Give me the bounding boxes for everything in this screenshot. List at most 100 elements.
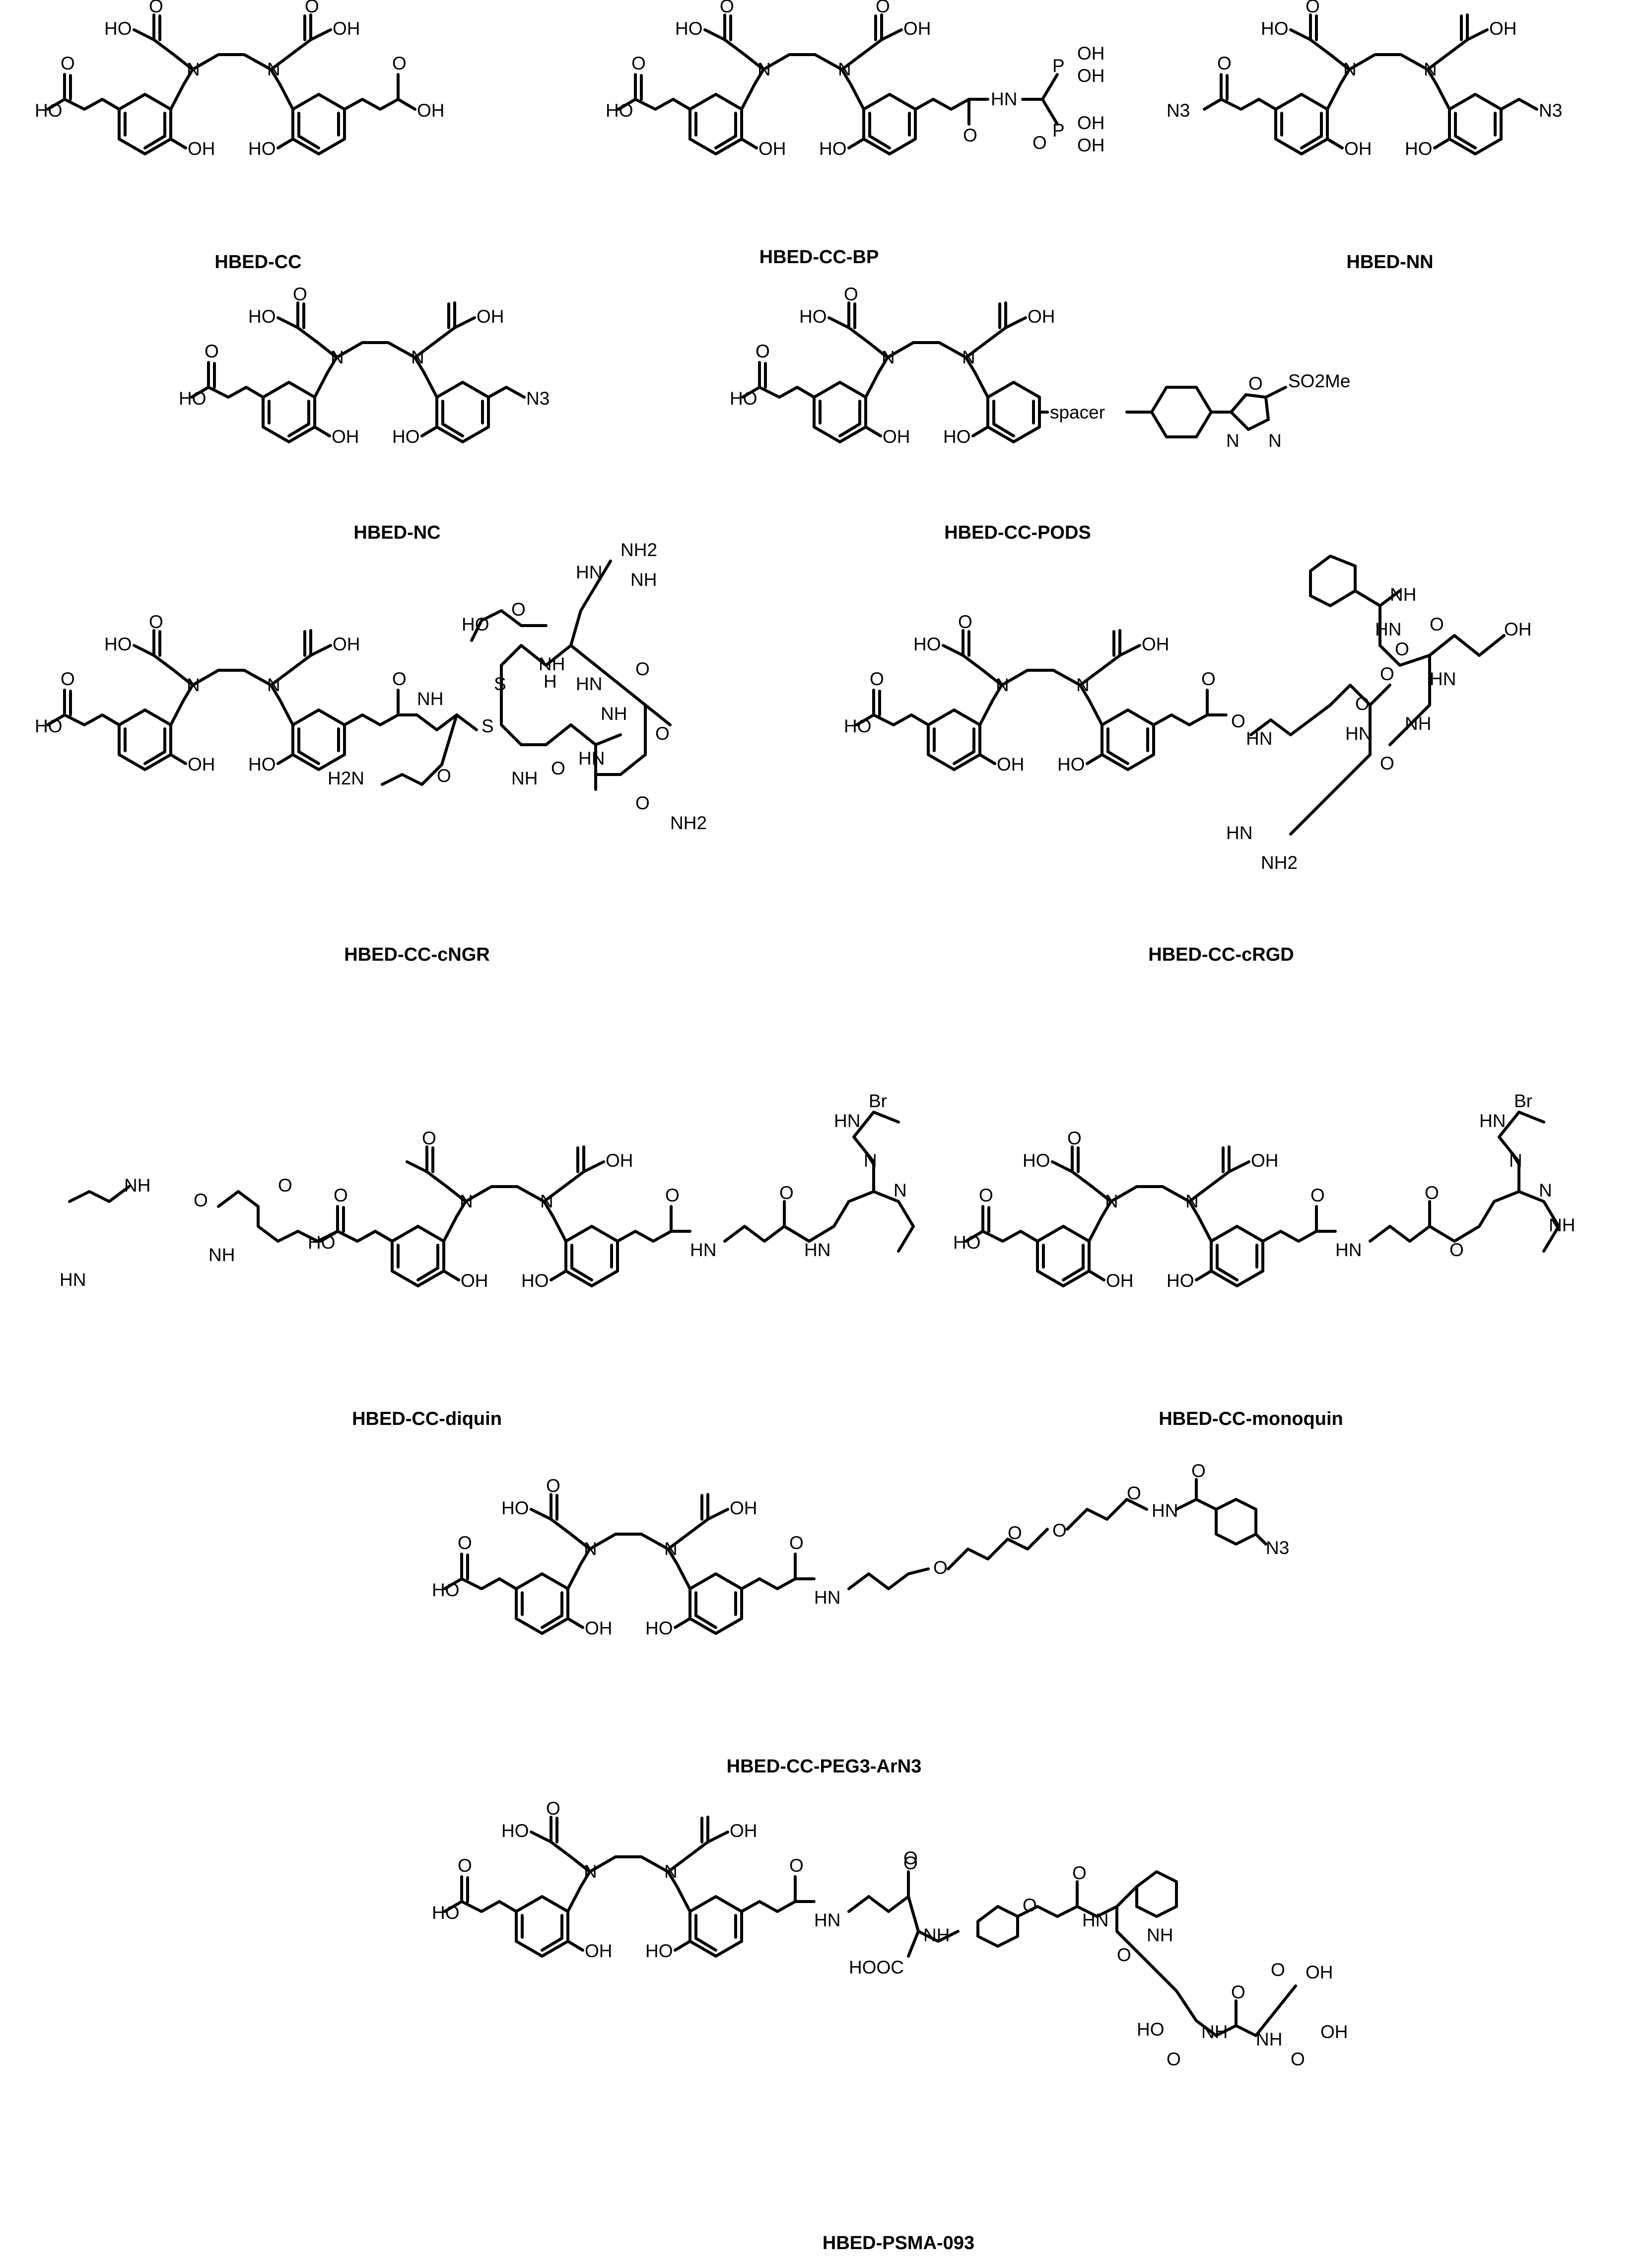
atom-label: O — [756, 341, 770, 361]
atom-label: NH — [1549, 1215, 1575, 1235]
atom-label: O — [903, 1853, 918, 1873]
atom-label: N — [460, 1191, 473, 1211]
atom-label: O — [958, 612, 972, 632]
atom-label: HN — [1082, 1910, 1108, 1930]
atom-label: N — [331, 347, 344, 367]
atom-label: O — [903, 1848, 918, 1868]
atom-label: O — [979, 1185, 993, 1205]
atom-label: N — [187, 59, 200, 79]
structure-hbed-cc-pods: HO O N N O OH OH HO HO O spacer O N N SO… — [730, 284, 1350, 451]
atom-label: HN — [690, 1240, 716, 1260]
atom-label: HO — [501, 1498, 529, 1518]
atom-label: O — [1248, 373, 1263, 394]
atom-label: NH2 — [1261, 852, 1298, 873]
atom-label: OH — [1142, 634, 1170, 654]
atom-label: O — [205, 341, 219, 361]
atom-label: O — [1291, 2049, 1305, 2069]
structure-hbed-cc-bp: HO O N N O OH OH HO HO O HN O P OH OH P … — [606, 0, 1105, 159]
atom-label: N — [882, 347, 895, 367]
atom-label: OH — [333, 634, 360, 654]
atom-label: O — [655, 723, 670, 744]
atom-label: HO — [432, 1580, 460, 1600]
atom-label: HO — [308, 1232, 336, 1253]
atom-label: P — [1052, 120, 1065, 141]
atom-label: HO — [1167, 1271, 1194, 1291]
structure-label-hbed-psma-093: HBED-PSMA-093 — [823, 2233, 974, 2254]
atom-label: OH — [883, 426, 910, 447]
structure-label-hbed-nc: HBED-NC — [353, 522, 440, 543]
structure-hbed-cc-diquin: Br N N NH HN O O NH HO O N N O OH OH HO … — [60, 1091, 915, 1291]
atom-label: N — [1509, 1150, 1522, 1171]
atom-label: N — [267, 675, 280, 695]
atom-label: O — [1008, 1523, 1022, 1543]
atom-label: HO — [104, 18, 132, 39]
atom-label: HO — [248, 139, 276, 159]
atom-label: NH2 — [670, 813, 707, 833]
atom-label: O — [963, 125, 977, 145]
atom-label: O — [305, 0, 319, 16]
atom-label: O — [458, 1855, 472, 1876]
atom-label: O — [61, 669, 75, 689]
atom-label: O — [665, 1185, 680, 1205]
atom-label: N — [584, 1539, 597, 1559]
atom-label: HO — [730, 388, 757, 409]
atom-label: O — [1217, 53, 1232, 73]
atom-label: O — [422, 1128, 436, 1148]
atom-label: HN — [991, 89, 1017, 109]
structure-hbed-cc: HO O N N O OH OH HO O HO O OH — [35, 0, 445, 159]
structure-label-hbed-cc-cngr: HBED-CC-cNGR — [344, 944, 489, 965]
atom-label: HO — [645, 1618, 673, 1638]
atom-label: N — [664, 1539, 678, 1559]
atom-label: OH — [606, 1150, 633, 1171]
atom-label: O — [779, 1183, 794, 1203]
atom-label: O — [278, 1175, 292, 1196]
atom-label: O — [933, 1557, 948, 1578]
atom-label: N — [1105, 1191, 1118, 1211]
atom-label: O — [1072, 1863, 1087, 1883]
atom-label: N — [411, 347, 424, 367]
atom-label: HN — [60, 1270, 86, 1290]
atom-label: O — [1355, 694, 1370, 714]
atom-label: N — [540, 1191, 553, 1211]
atom-label: HO — [35, 716, 63, 736]
atom-label: spacer — [1050, 402, 1105, 423]
atom-label: N — [187, 675, 200, 695]
atom-label: O — [1032, 133, 1047, 153]
atom-label: OH — [1106, 1271, 1134, 1291]
atom-label: HO — [1261, 18, 1289, 39]
atom-label: S — [482, 716, 494, 736]
atom-label: O — [1117, 1945, 1131, 1965]
atom-label: O — [392, 669, 407, 689]
atom-label: NH — [1256, 2029, 1282, 2049]
atom-label: NH — [417, 689, 443, 709]
atom-label: HO — [392, 426, 420, 447]
atom-label: HN — [814, 1910, 840, 1930]
atom-label: Br — [1514, 1091, 1532, 1111]
atom-label: OH — [477, 306, 504, 327]
atom-label: HO — [943, 426, 971, 447]
atom-label: HN — [1479, 1111, 1506, 1131]
atom-label: O — [876, 0, 890, 16]
atom-label: NH — [1147, 1925, 1173, 1945]
atom-label: N — [894, 1180, 907, 1200]
atom-label: HO — [432, 1903, 460, 1923]
structure-label-hbed-cc-bp: HBED-CC-BP — [759, 247, 879, 268]
atom-label: O — [1231, 711, 1245, 731]
atom-label: HN — [834, 1111, 860, 1131]
atom-label: SO2Me — [1288, 371, 1350, 391]
atom-label: O — [546, 1476, 560, 1496]
atom-label: H2N — [328, 768, 364, 788]
atom-label: N — [664, 1861, 678, 1882]
atom-label: O — [635, 659, 650, 679]
atom-label: HO — [645, 1941, 673, 1961]
atom-label: N — [757, 59, 771, 79]
atom-label: HN — [1345, 723, 1372, 744]
atom-label: H — [544, 671, 557, 692]
atom-label: O — [437, 766, 451, 786]
atom-label: OH — [1028, 306, 1055, 327]
structure-hbed-cc-crgd: HO O N N O OH OH HO HO O O HN NH HN O OH… — [844, 555, 1532, 873]
atom-label: NH — [208, 1245, 235, 1265]
atom-label: NH — [539, 654, 565, 674]
structure-label-hbed-cc-diquin: HBED-CC-diquin — [352, 1409, 502, 1429]
atom-label: NH — [1201, 2022, 1228, 2042]
